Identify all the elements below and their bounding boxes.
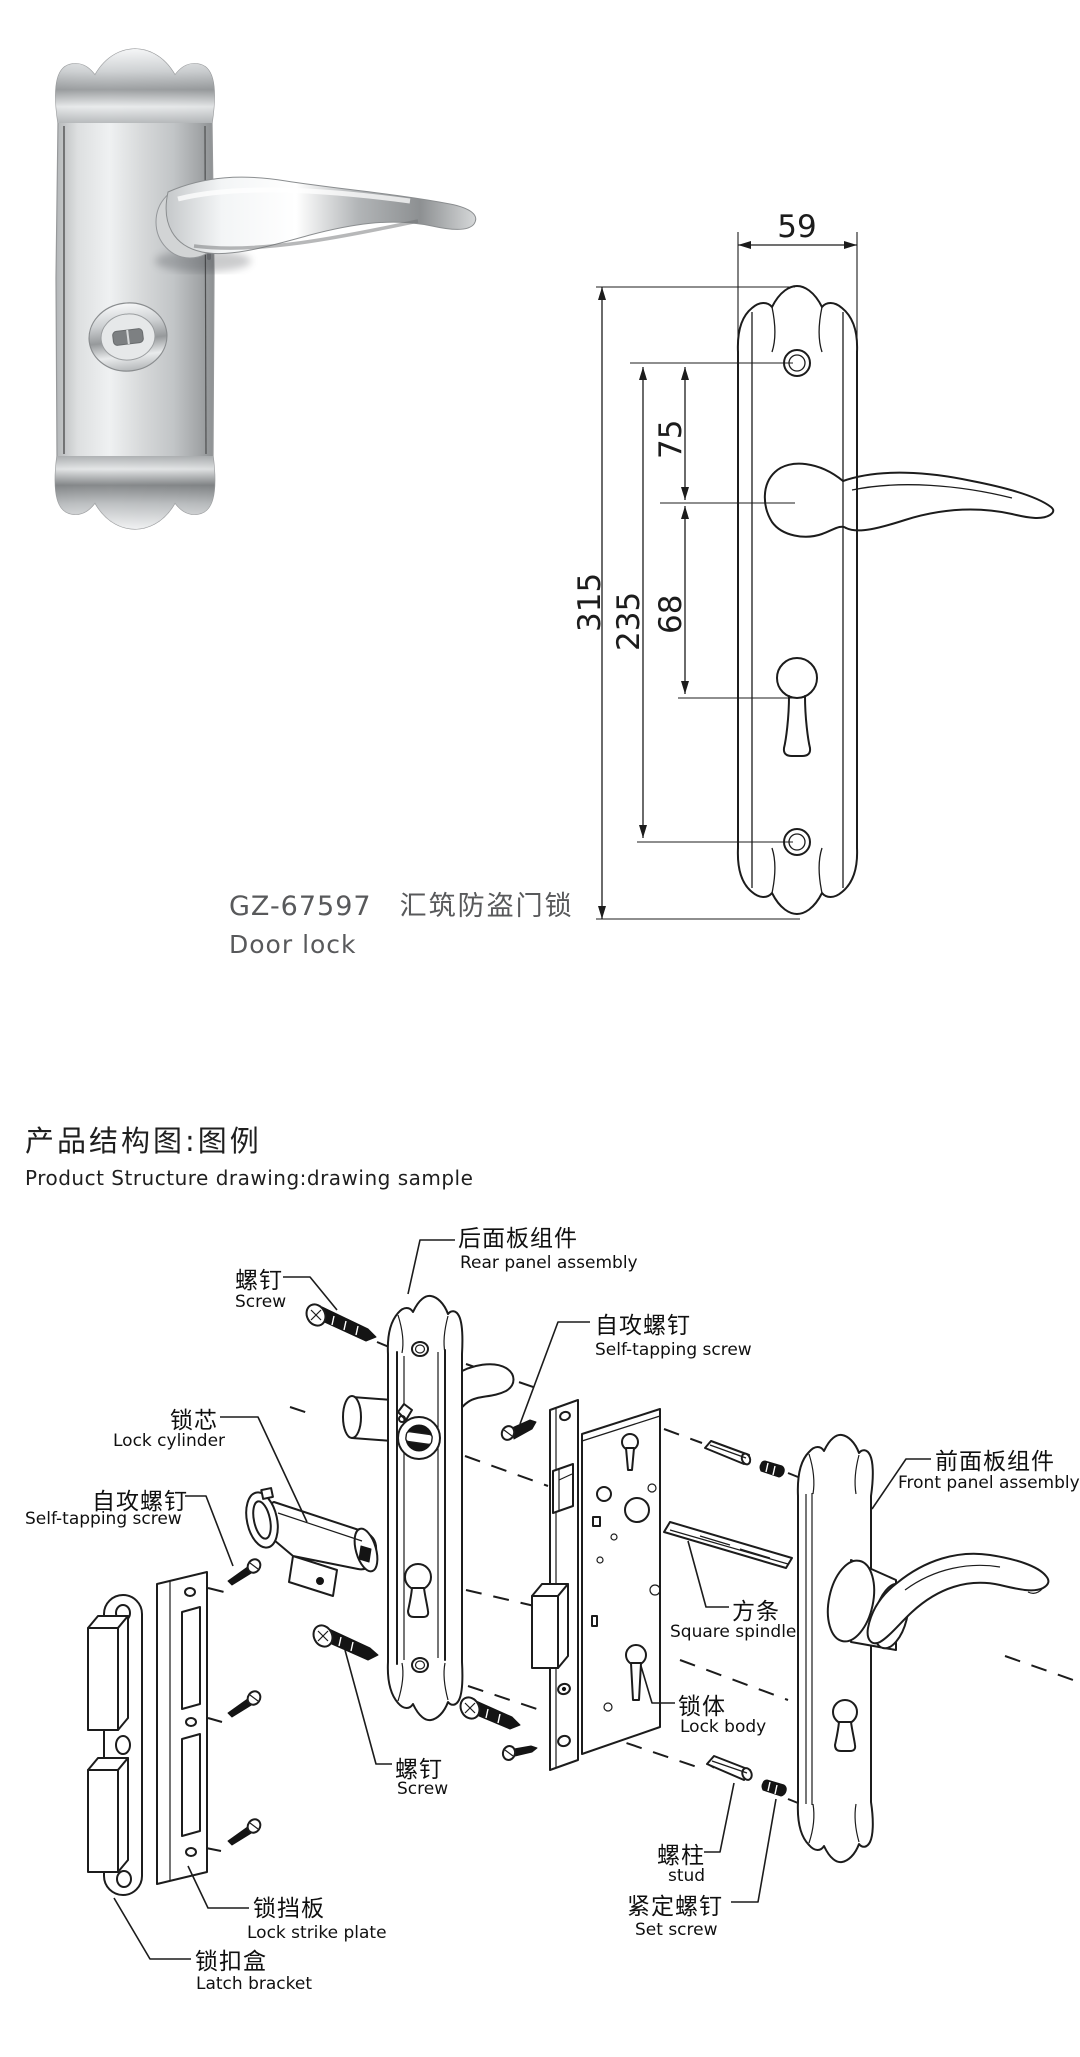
rear-panel-keyhole [404,1563,432,1618]
dimension-drawing: 59 315 235 75 68 [572,209,1055,920]
long-screw-mid [459,1696,521,1730]
self-tapping-screw-right-part [500,1419,537,1441]
rear-panel-part [342,1294,515,1722]
rear-panel-thumbturn [397,1403,441,1460]
dim-height-315: 315 [572,286,800,920]
label-square-spindle-cn: 方条 [732,1599,780,1625]
strike-plate-screws [227,1558,262,1846]
stud-setscrew-top [704,1440,785,1478]
photo-thumbturn [88,302,168,372]
label-lock-cylinder-en: Lock cylinder [113,1431,225,1451]
drawing-handle [763,462,1055,538]
label-self-tapping-left-cn: 自攻螺钉 [92,1489,188,1515]
photo-handle-lever [165,176,477,255]
long-screw-top [305,1303,377,1342]
dim-68-value: 68 [653,595,689,634]
photo-crown-bottom [55,456,215,529]
label-lock-cylinder-cn: 锁芯 [170,1408,218,1434]
section-header: 产品结构图:图例 Product Structure drawing:drawi… [25,1118,473,1190]
section-title-en: Product Structure drawing:drawing sample [25,1166,474,1190]
lock-cylinder-part [245,1487,379,1597]
dim-235-value: 235 [611,592,647,651]
product-name-en: Door lock [229,930,357,959]
label-rear-panel-en: Rear panel assembly [460,1253,638,1273]
label-front-panel-cn: 前面板组件 [935,1449,1055,1475]
dim-315-value: 315 [572,573,608,632]
front-panel-keyhole [832,1699,858,1752]
label-stud-en: stud [668,1866,705,1886]
small-screw [227,1818,262,1846]
product-photo [54,48,477,530]
lock-body-part [531,1399,661,1771]
label-self-tapping-right-en: Self-tapping screw [595,1340,752,1360]
square-spindle-part [663,1521,793,1569]
product-code: GZ-67597 [229,891,372,922]
small-screw [227,1690,262,1718]
front-panel-part [796,1433,1050,1864]
section-title-cn: 产品结构图:图例 [25,1124,262,1158]
small-screw [227,1558,262,1586]
label-screw-bottom-cn: 螺钉 [395,1757,443,1783]
exploded-diagram: 螺钉 Screw 后面板组件 Rear panel assembly 自攻螺钉 … [25,1226,1080,1994]
dim-68: 68 [653,506,793,699]
title-block: GZ-67597 汇筑防盗门锁 Door lock [229,884,574,959]
long-screw-bottom [312,1624,379,1661]
dim-hole-spacing-235: 235 [611,362,793,843]
product-name-cn: 汇筑防盗门锁 [399,891,574,922]
label-latch-bracket-en: Latch bracket [196,1974,312,1994]
label-latch-bracket-cn: 锁扣盒 [195,1949,267,1975]
labels: 螺钉 Screw 后面板组件 Rear panel assembly 自攻螺钉 … [25,1226,1080,1994]
label-self-tapping-right-cn: 自攻螺钉 [595,1313,691,1339]
front-panel-handle [826,1552,1050,1651]
label-set-screw-en: Set screw [635,1920,718,1940]
dim-59-value: 59 [777,209,816,245]
drawing-keyhole [776,657,818,757]
label-front-panel-en: Front panel assembly [898,1473,1080,1493]
label-lock-strike-plate-en: Lock strike plate [247,1923,387,1943]
label-self-tapping-left-en: Self-tapping screw [25,1509,182,1529]
self-tapping-screw-bottom-part [501,1745,538,1761]
latch-bracket-part [87,1594,143,1896]
drawing-plate [736,285,1055,915]
dim-75-value: 75 [653,420,689,459]
label-lock-body-en: Lock body [680,1717,766,1737]
dim-75: 75 [653,367,795,504]
label-screw-top-cn: 螺钉 [235,1268,283,1294]
label-screw-top-en: Screw [235,1292,286,1312]
label-lock-body-cn: 锁体 [678,1694,726,1720]
lock-strike-plate-part [156,1571,208,1885]
label-rear-panel-cn: 后面板组件 [458,1226,578,1252]
label-stud-cn: 螺柱 [657,1843,705,1869]
label-square-spindle-en: Square spindle [670,1622,796,1642]
label-screw-bottom-en: Screw [397,1779,448,1799]
stud-setscrew-bottom [706,1755,787,1797]
label-lock-strike-plate-cn: 锁挡板 [253,1896,325,1922]
label-set-screw-cn: 紧定螺钉 [627,1894,723,1920]
lock-body-latch-bolt [531,1583,569,1669]
dim-width-59: 59 [737,209,858,348]
photo-crown-top [55,49,215,123]
lock-body-holes [591,1433,661,1712]
